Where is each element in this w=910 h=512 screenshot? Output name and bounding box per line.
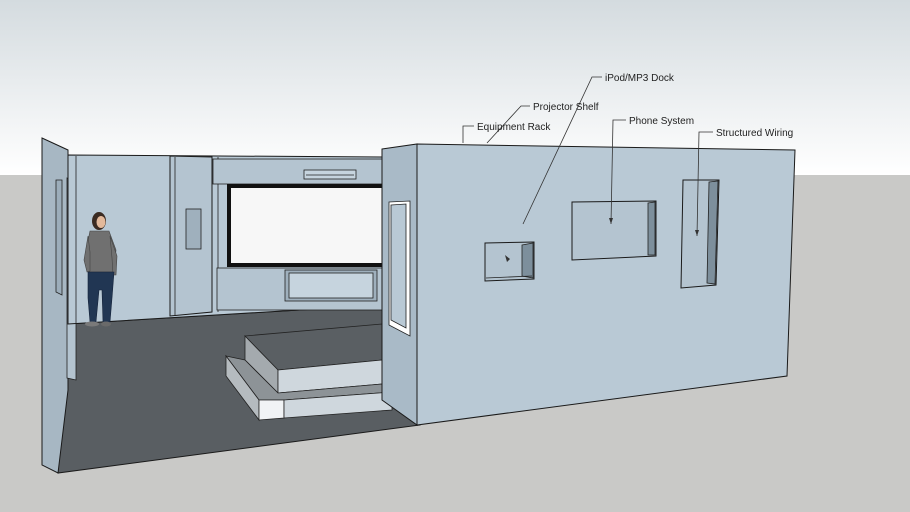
leader-equipment-rack — [462, 125, 474, 143]
person-right-shoe — [101, 321, 111, 327]
phone-system-niche — [571, 200, 657, 261]
partition-end-opening-inner — [390, 203, 407, 329]
leader-projector-shelf — [486, 105, 530, 144]
person-face — [96, 216, 106, 228]
projector-shelf-bay — [212, 158, 383, 185]
media-cabinet-inner — [288, 272, 374, 299]
ipod-dock-niche-lip — [485, 275, 533, 279]
leader-tip-phone — [609, 218, 613, 224]
leader-tip-ipod — [505, 255, 510, 262]
equipment-rack-recess — [185, 208, 202, 250]
projector-shelf — [303, 169, 357, 180]
callout-phone-system: Phone System — [629, 116, 694, 127]
callout-structured-wiring: Structured Wiring — [716, 128, 793, 139]
leader-phone-system — [610, 119, 626, 225]
leader-structured-wiring — [696, 131, 713, 237]
leader-ipod-mp3-dock — [522, 76, 602, 225]
phone-system-niche-side — [647, 201, 656, 256]
structured-wiring-niche-side — [706, 180, 719, 285]
callout-equipment-rack: Equipment Rack — [477, 122, 551, 133]
leader-tip-wiring — [695, 230, 699, 236]
projection-screen — [231, 188, 382, 263]
ipod-dock-niche-side — [521, 242, 534, 279]
left-side-wall — [41, 137, 69, 474]
callout-ipod-mp3-dock: iPod/MP3 Dock — [605, 73, 675, 84]
riser-step-lower-face — [283, 391, 393, 419]
person-left-shoe — [85, 321, 99, 327]
callout-projector-shelf: Projector Shelf — [533, 102, 599, 113]
person-left-arm — [83, 235, 91, 273]
person-scale-figure — [83, 212, 118, 327]
person-legs — [87, 271, 115, 323]
person-right-arm — [109, 235, 118, 276]
partition-main-face — [416, 143, 796, 426]
riser-step-lower-corner — [258, 399, 285, 421]
left-wall-inner-face — [55, 179, 63, 296]
